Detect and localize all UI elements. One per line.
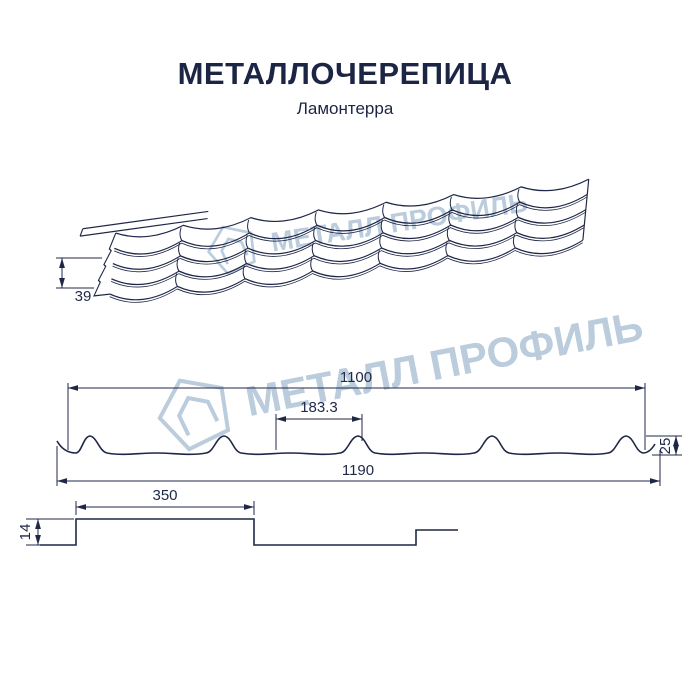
dimension-183-3: 183.3 (275, 399, 363, 450)
dim-label-39: 39 (75, 288, 92, 305)
dimension-1100: 1100 (67, 369, 646, 450)
perspective-view: 39 (56, 178, 590, 305)
dimension-14: 14 (17, 518, 74, 546)
sheet-right-edge (582, 179, 590, 241)
dimension-39: 39 (56, 257, 102, 305)
sheet-top-flange (79, 210, 209, 237)
tile-row-lines (109, 193, 588, 301)
step-curve (40, 518, 458, 546)
sheet-left-edge (93, 232, 117, 297)
metall-profil-logo-icon (206, 225, 256, 276)
dim-label-1190: 1190 (342, 462, 374, 479)
dim-label-1100: 1100 (340, 369, 372, 386)
tile-row-echo (109, 196, 588, 303)
step-profile: 350 14 (17, 487, 458, 546)
profile-curve (56, 435, 656, 456)
dim-label-25: 25 (657, 438, 674, 455)
dimension-25: 25 (646, 435, 682, 456)
dim-label-14: 14 (17, 524, 34, 541)
page-subtitle: Ламонтерра (296, 99, 394, 118)
dim-label-183-3: 183.3 (300, 399, 338, 416)
page-title: МЕТАЛЛОЧЕРЕПИЦА (177, 56, 513, 91)
dimension-1190: 1190 (56, 446, 661, 486)
watermark-upper: МЕТАЛЛ ПРОФИЛЬ (202, 175, 532, 279)
dim-label-350: 350 (152, 487, 177, 504)
sheet-top-edge (115, 178, 589, 238)
wave-trough-lines (175, 189, 521, 287)
cross-section: 1100 183.3 25 1190 (56, 369, 682, 486)
dimension-350: 350 (75, 487, 255, 515)
